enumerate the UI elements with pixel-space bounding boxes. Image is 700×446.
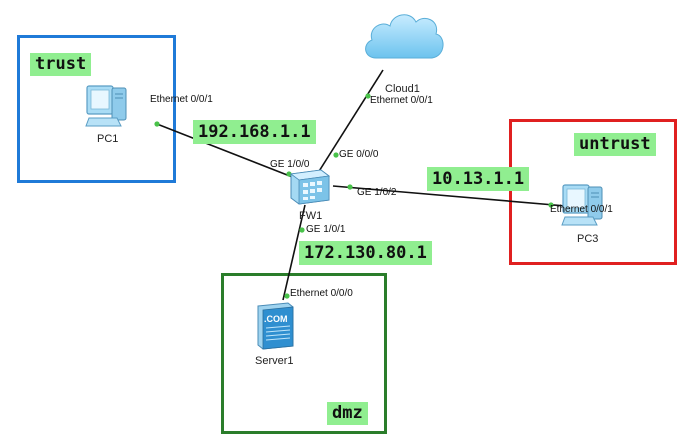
fw-ge101-port-label: GE 1/0/1 (306, 224, 346, 235)
endpoint-fw-ge000 (333, 152, 339, 158)
endpoint-pc3 (548, 202, 554, 208)
fw-ge102-port-label: GE 1/0/2 (357, 187, 397, 198)
trust-zone (17, 35, 176, 183)
cloud-icon[interactable] (360, 6, 446, 73)
pc-icon[interactable] (84, 82, 130, 135)
trust-zone-label: trust (30, 53, 92, 76)
pc3-label: PC3 (577, 233, 599, 245)
untrust-zone-label: untrust (574, 133, 656, 156)
link-cloud1-fw1 (315, 69, 384, 177)
pc3-port-label: Ethernet 0/0/1 (550, 204, 613, 215)
link-fw1-server1 (282, 204, 306, 301)
link-fw1-pc3 (332, 185, 567, 207)
firewall-icon[interactable] (287, 168, 333, 211)
cloud1-label: Cloud1 (385, 83, 420, 95)
endpoint-cloud1 (365, 93, 371, 99)
pc1-port-label: Ethernet 0/0/1 (150, 94, 213, 105)
ip-label-trust: 192.168.1.1 (193, 120, 316, 144)
server1-port-label: Ethernet 0/0/0 (290, 288, 353, 299)
cloud1-port-label: Ethernet 0/0/1 (370, 95, 433, 106)
server-icon[interactable]: .COM (255, 302, 295, 355)
link-pc1-fw1 (156, 123, 301, 181)
dmz-zone-label: dmz (327, 402, 368, 425)
endpoint-fw-ge100 (286, 171, 292, 177)
ip-label-dmz: 172.130.80.1 (299, 241, 432, 265)
endpoint-pc1 (154, 121, 160, 127)
pc1-label: PC1 (97, 133, 119, 145)
fw1-label: FW1 (299, 210, 323, 222)
endpoint-server1 (284, 293, 290, 299)
pc-icon[interactable] (560, 181, 606, 234)
ip-label-untrust: 10.13.1.1 (427, 167, 530, 191)
server-badge: .COM (264, 314, 288, 324)
endpoint-fw-ge101 (299, 227, 305, 233)
fw-ge100-port-label: GE 1/0/0 (270, 159, 310, 170)
untrust-zone (509, 119, 677, 265)
dmz-zone (221, 273, 387, 434)
endpoint-fw-ge102 (347, 184, 353, 190)
server1-label: Server1 (255, 355, 294, 367)
fw-ge000-port-label: GE 0/0/0 (339, 149, 379, 160)
